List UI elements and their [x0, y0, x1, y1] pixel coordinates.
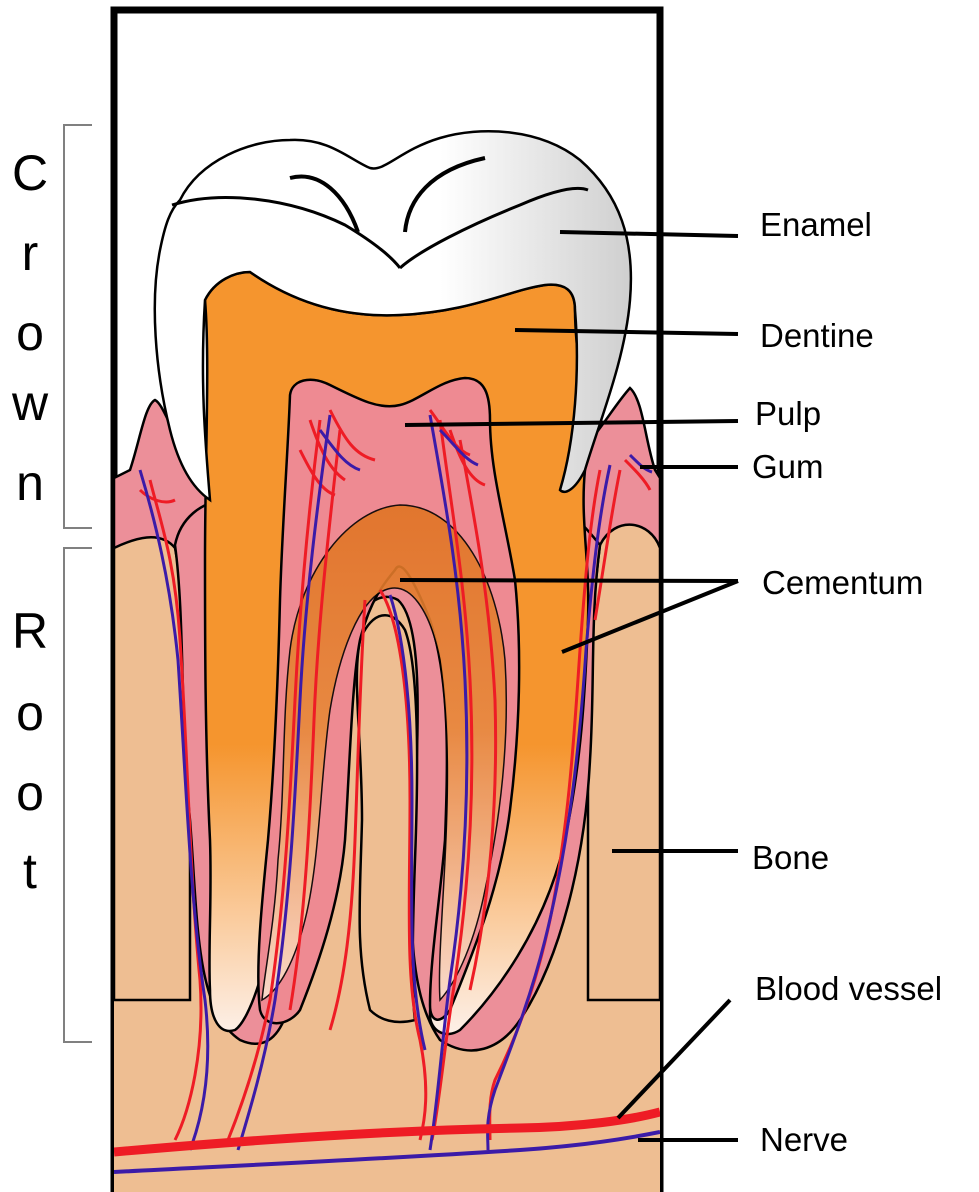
- crown-letter-4: w: [11, 375, 49, 431]
- label-gum: Gum: [752, 448, 824, 485]
- root-letter-4: t: [23, 843, 37, 899]
- interradicular-bone: [357, 615, 417, 1022]
- label-nerve: Nerve: [760, 1121, 848, 1158]
- label-blood-vessel: Blood vessel: [755, 970, 942, 1007]
- crown-letter-3: o: [16, 305, 44, 361]
- label-enamel: Enamel: [760, 206, 872, 243]
- label-cementum: Cementum: [762, 564, 923, 601]
- root-letter-1: R: [12, 603, 48, 659]
- label-bone: Bone: [752, 839, 829, 876]
- root-letter-3: o: [16, 765, 44, 821]
- root-letter-2: o: [16, 685, 44, 741]
- root-bracket: [64, 548, 92, 1042]
- crown-bracket: [64, 125, 92, 528]
- cementum-leader-a: [400, 580, 738, 581]
- crown-letter-5: n: [16, 455, 44, 511]
- label-dentine: Dentine: [760, 317, 874, 354]
- crown-letter-2: r: [22, 225, 39, 281]
- label-pulp: Pulp: [755, 395, 821, 432]
- crown-letter-1: C: [12, 145, 48, 201]
